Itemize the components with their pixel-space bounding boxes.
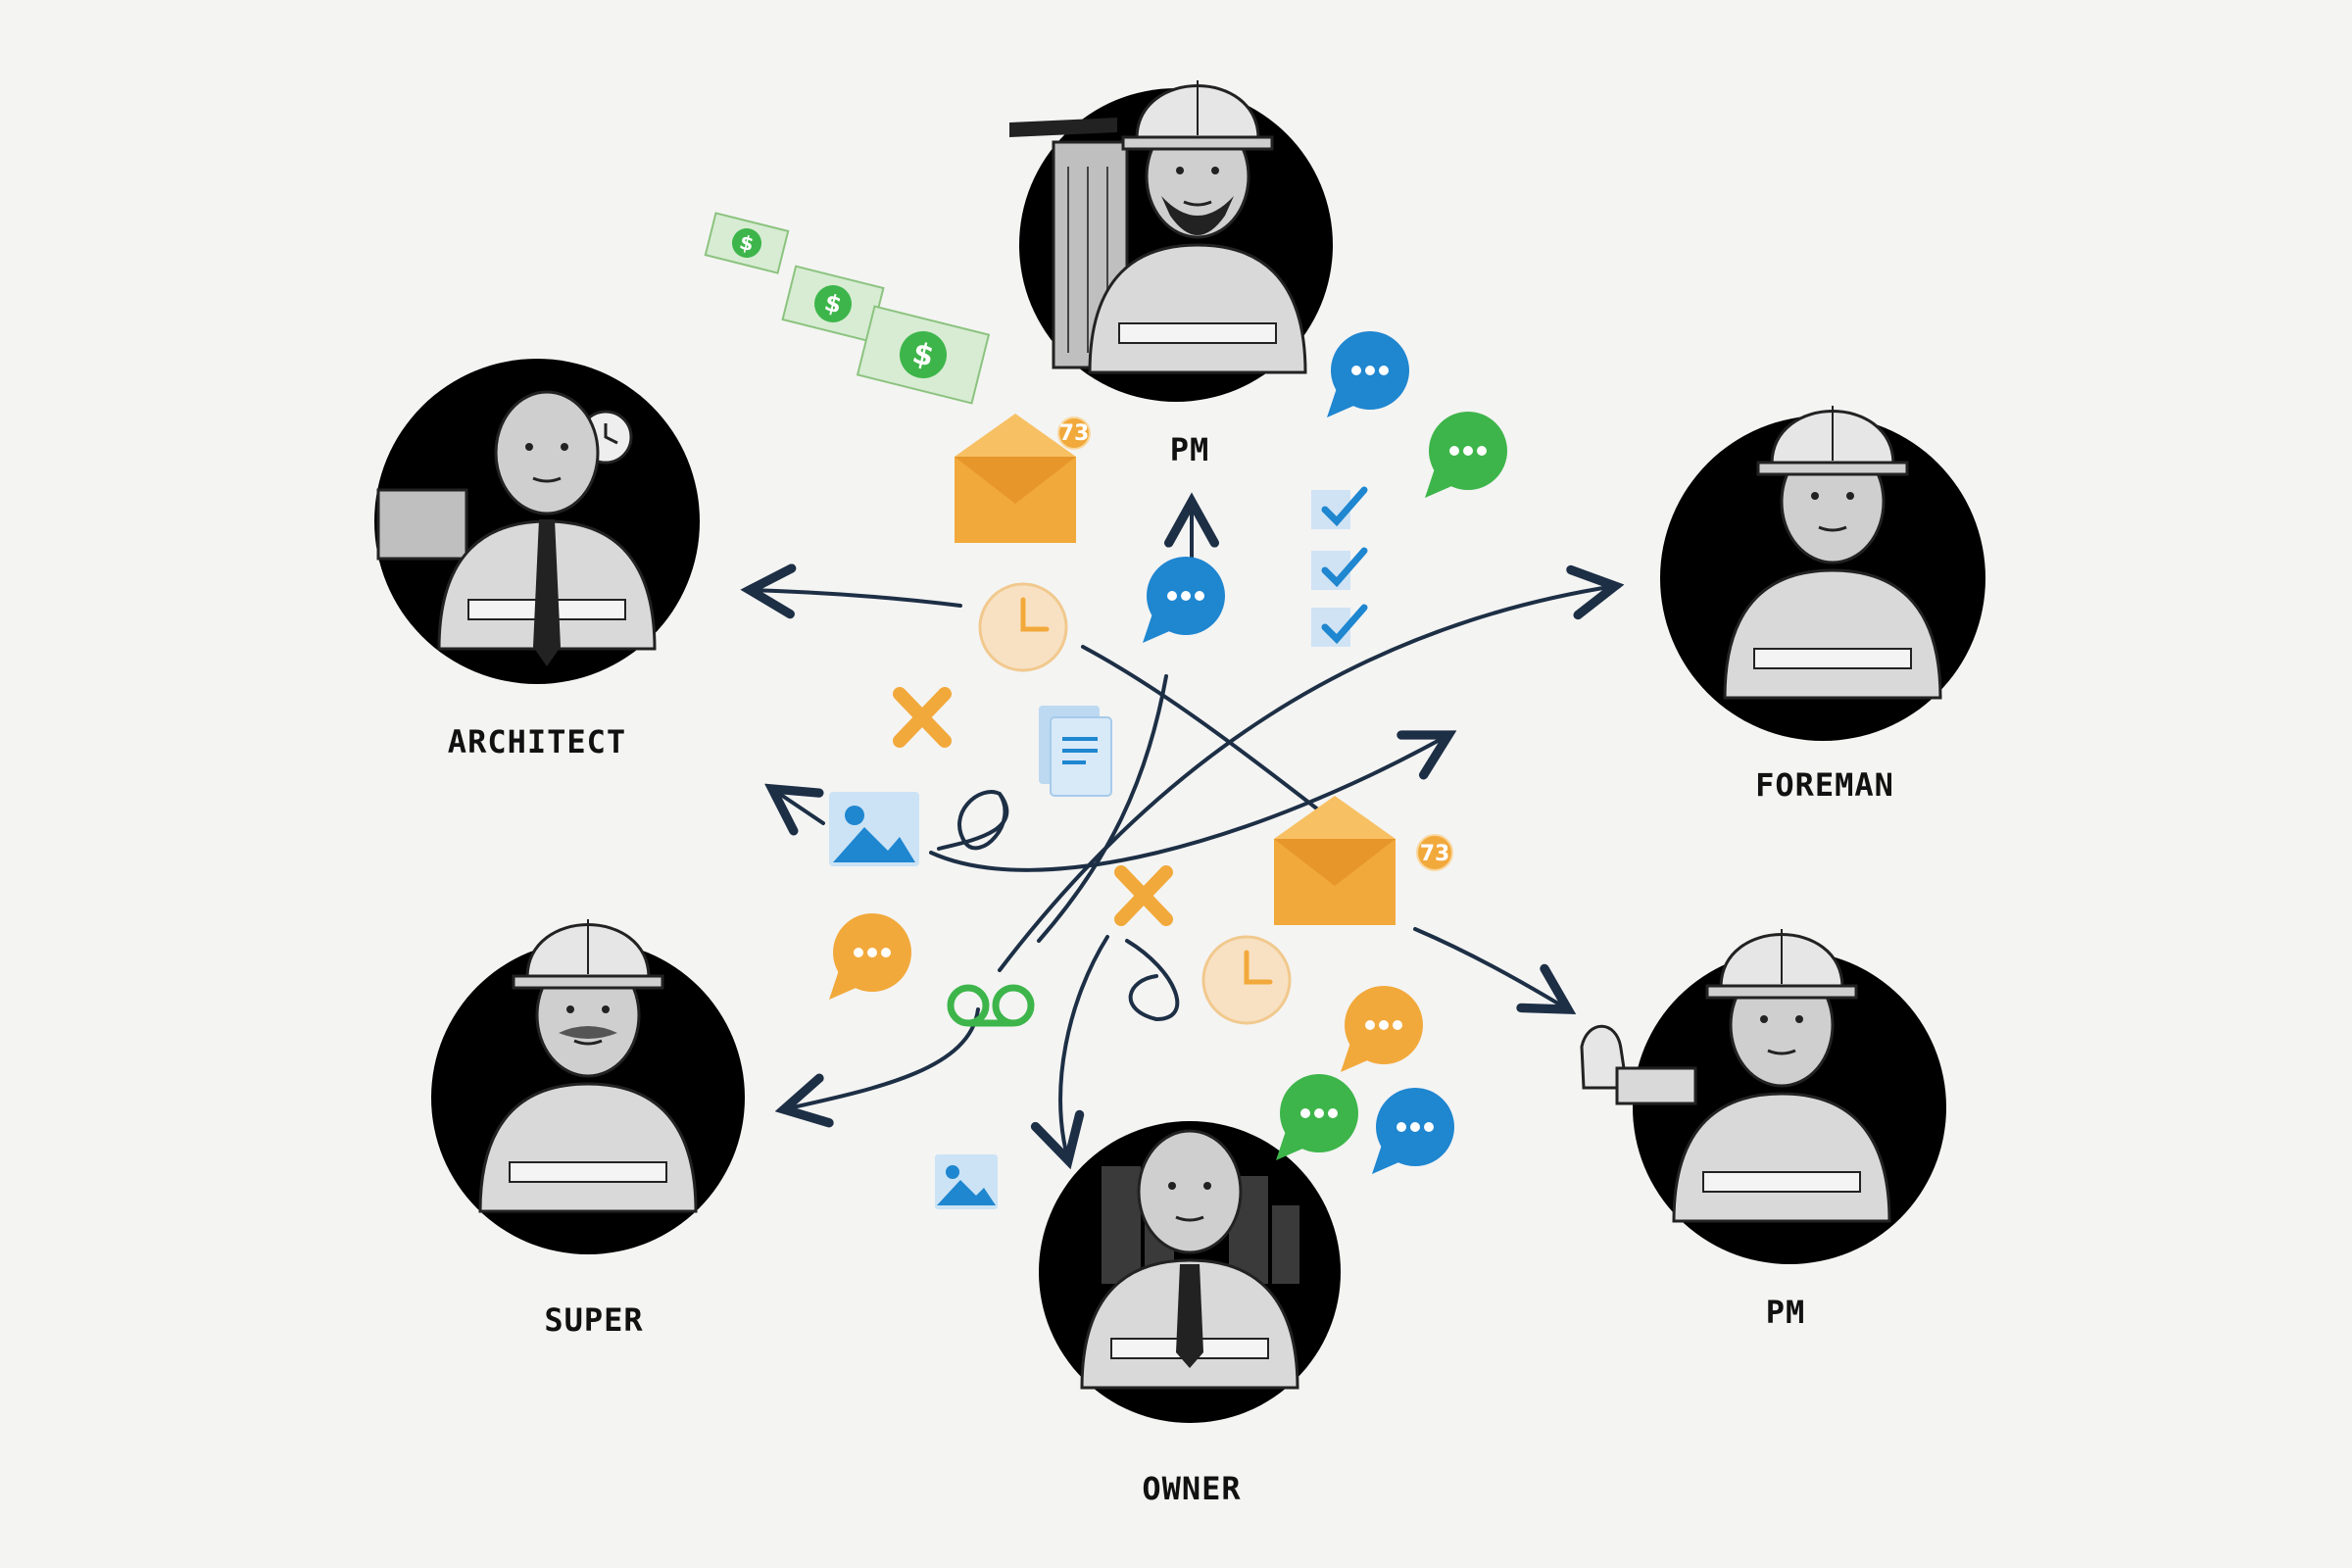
person-owner: OWNER (1039, 1121, 1341, 1507)
svg-text:$: $ (822, 288, 845, 318)
email-icon-2: 73 (1274, 796, 1453, 925)
label-super: SUPER (544, 1301, 643, 1339)
image-icon (829, 792, 919, 866)
person-super: SUPER (431, 917, 745, 1339)
arrow-to-architect (750, 590, 962, 606)
image-icon-2 (935, 1154, 998, 1209)
label-pm-top: PM (1170, 431, 1210, 468)
label-pm-right: PM (1766, 1294, 1806, 1331)
chat-bubble-icon-6 (1276, 1074, 1358, 1160)
arrow-to-foreman-lower (929, 735, 1448, 872)
email-icon: 73 (955, 414, 1091, 543)
label-foreman: FOREMAN (1755, 766, 1894, 804)
flow-arrows (750, 502, 1615, 1160)
money-icon: $ $ $ (704, 212, 991, 405)
arrow-owner-loop (1125, 939, 1180, 1022)
person-pm-right: PM (1580, 927, 1946, 1331)
chat-bubble-icon (1327, 331, 1409, 417)
label-owner: OWNER (1142, 1470, 1241, 1507)
arrow-crossing-down (1037, 674, 1168, 943)
arrow-to-architect-left (772, 789, 825, 823)
chat-bubble-icon-3 (1143, 557, 1225, 643)
person-foreman: FOREMAN (1660, 404, 1985, 804)
chat-bubble-icon-7 (1372, 1088, 1454, 1174)
x-mark-icon-2 (1114, 865, 1173, 926)
arrow-image-loop (937, 790, 1009, 851)
svg-text:$: $ (737, 230, 756, 257)
label-architect: ARCHITECT (448, 723, 626, 760)
email-badge-2: 73 (1420, 842, 1450, 866)
chat-bubble-icon-2 (1425, 412, 1507, 498)
person-pm-top: PM (1009, 78, 1333, 468)
arrow-x-cross (1081, 645, 1325, 815)
document-icon (1039, 706, 1112, 797)
chat-bubble-icon-5 (1341, 986, 1423, 1072)
arrow-to-foreman (998, 586, 1615, 972)
arrow-to-pm-right (1413, 927, 1568, 1009)
arrow-to-owner (1060, 935, 1109, 1160)
x-mark-icon (893, 687, 952, 748)
clock-icon (978, 582, 1068, 672)
email-badge: 73 (1059, 421, 1090, 446)
person-architect: ARCHITECT (374, 359, 700, 760)
arrow-to-super (784, 1007, 980, 1109)
voicemail-icon (947, 984, 1035, 1027)
checklist-icon (1311, 486, 1368, 647)
chat-bubble-icon-4 (829, 913, 911, 1000)
clock-icon-2 (1201, 935, 1292, 1025)
